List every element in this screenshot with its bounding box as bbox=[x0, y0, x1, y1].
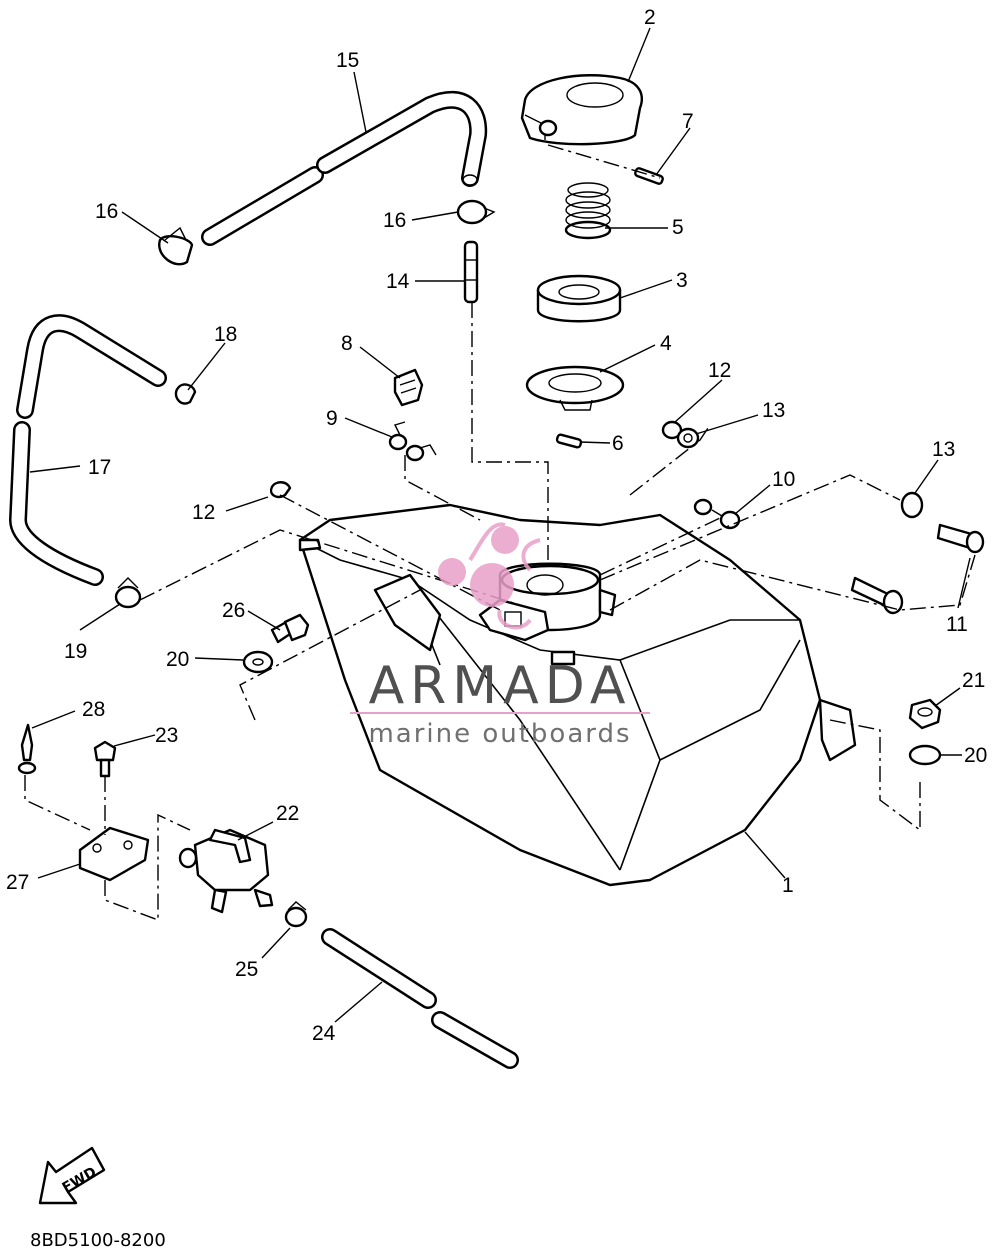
callout-4: 4 bbox=[660, 332, 672, 355]
fuel-cock-part-22 bbox=[178, 828, 274, 914]
fuel-hose-part-24 bbox=[321, 928, 519, 1069]
callout-6: 6 bbox=[612, 432, 624, 455]
callout-26: 26 bbox=[222, 599, 245, 622]
callout-5: 5 bbox=[672, 216, 684, 239]
bolt-part-11 bbox=[850, 523, 985, 615]
leader-lines bbox=[29, 27, 971, 1023]
hose-clip-part-16-left bbox=[158, 226, 194, 266]
fuel-tank-part-1 bbox=[298, 503, 857, 887]
callout-10: 10 bbox=[772, 468, 795, 491]
callout-28: 28 bbox=[82, 698, 105, 721]
callout-25: 25 bbox=[235, 958, 258, 981]
callout-22: 22 bbox=[276, 802, 299, 825]
screw-part-28 bbox=[17, 723, 37, 775]
callout-16-left: 16 bbox=[95, 200, 118, 223]
callout-14: 14 bbox=[386, 270, 410, 293]
clip-part-8 bbox=[393, 368, 424, 407]
callout-7: 7 bbox=[682, 110, 694, 133]
callout-24: 24 bbox=[312, 1022, 336, 1045]
clip-part-18 bbox=[174, 383, 197, 405]
nut-part-21 bbox=[908, 698, 942, 730]
filler-cap-part-2 bbox=[520, 74, 643, 146]
callout-20-left: 20 bbox=[166, 648, 189, 671]
watermark-tagline: marine outboards bbox=[368, 719, 631, 749]
clip-part-19 bbox=[114, 577, 142, 609]
callout-23: 23 bbox=[155, 724, 178, 747]
washer-part-12-left bbox=[269, 481, 292, 499]
callout-9: 9 bbox=[326, 407, 338, 430]
callout-18: 18 bbox=[214, 323, 237, 346]
hose-clip-part-16-top bbox=[456, 199, 496, 225]
callout-16-top: 16 bbox=[383, 209, 406, 232]
callout-12-right: 12 bbox=[708, 359, 731, 382]
pin-part-6 bbox=[555, 433, 583, 449]
spring-part-10 bbox=[693, 498, 741, 530]
callout-12-left: 12 bbox=[192, 501, 215, 524]
washer-part-20-left bbox=[242, 650, 274, 674]
armada-logo-icon bbox=[438, 522, 541, 630]
callout-numbers: 2 7 5 3 4 6 15 16 14 16 18 17 19 8 9 12 … bbox=[6, 6, 987, 1045]
armada-watermark: ARMADA marine outboards bbox=[350, 522, 650, 749]
callout-13-right: 13 bbox=[932, 438, 955, 461]
spring-part-9 bbox=[388, 421, 437, 462]
callout-8: 8 bbox=[341, 332, 353, 355]
vent-hose-part-15 bbox=[201, 90, 488, 246]
vent-hose-part-17 bbox=[8, 314, 167, 586]
callout-20-right: 20 bbox=[964, 744, 987, 767]
washer-part-13-right bbox=[900, 491, 924, 519]
washer-part-12-right bbox=[661, 420, 683, 440]
callout-13-top: 13 bbox=[762, 399, 785, 422]
diagram-code: 8BD5100-8200 bbox=[30, 1230, 166, 1251]
cap-seat-part-3 bbox=[536, 274, 622, 323]
bolt-part-26 bbox=[270, 613, 310, 644]
spring-part-5 bbox=[564, 182, 612, 240]
callout-21: 21 bbox=[962, 669, 985, 692]
callout-2: 2 bbox=[644, 6, 656, 29]
clip-part-25 bbox=[284, 901, 308, 928]
callout-3: 3 bbox=[676, 269, 688, 292]
bolt-part-23 bbox=[93, 740, 117, 778]
callout-17: 17 bbox=[88, 456, 111, 479]
callout-15: 15 bbox=[336, 49, 359, 72]
gasket-part-4 bbox=[525, 365, 625, 411]
fwd-arrow-icon: FWD bbox=[38, 1146, 106, 1205]
washer-part-20-right bbox=[908, 744, 942, 766]
fitting-part-14 bbox=[463, 240, 479, 304]
callout-11: 11 bbox=[946, 613, 968, 636]
callout-1: 1 bbox=[782, 874, 794, 897]
watermark-brand: ARMADA bbox=[369, 656, 632, 716]
callout-19: 19 bbox=[64, 640, 87, 663]
bracket-part-27 bbox=[78, 826, 150, 882]
washer-part-13-top bbox=[676, 427, 700, 449]
callout-27: 27 bbox=[6, 871, 29, 894]
